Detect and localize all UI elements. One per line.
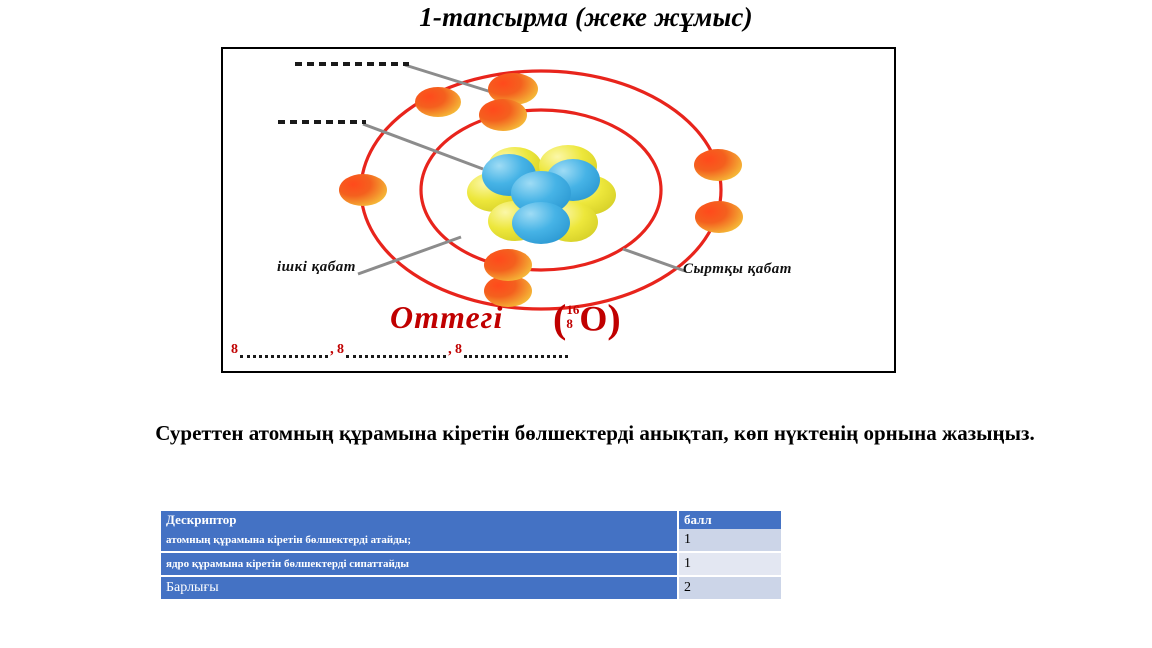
leader-line-middle	[362, 122, 484, 171]
mass-number: 16	[566, 301, 580, 317]
blank-dots-1	[240, 349, 328, 358]
blank-number-2: 8	[337, 342, 344, 357]
descriptor-table: Дескриптор балл атомның құрамына кіретін…	[161, 511, 781, 599]
blank-entry-1: 8	[231, 341, 330, 358]
electron	[694, 149, 742, 181]
cell-descriptor-total: Барлығы	[161, 576, 678, 599]
electron	[695, 201, 743, 233]
cell-ball-total: 2	[677, 576, 781, 599]
page-title: 1-тапсырма (жеке жұмыс)	[419, 2, 753, 32]
atom-diagram-svg	[278, 62, 743, 311]
inner-orbit	[419, 108, 663, 272]
electron	[488, 73, 538, 105]
isotope-numbers: 16 8	[566, 303, 579, 330]
isotope-notation: ( 16 8 O)	[553, 295, 621, 342]
particle-blanks-row: 8 , 8 , 8	[231, 341, 891, 358]
blank-dots-3	[464, 349, 568, 358]
leader-line-top	[404, 63, 502, 97]
table-row: атомның құрамына кіретін бөлшектерді ата…	[161, 529, 781, 553]
cell-descriptor: атомның құрамына кіретін бөлшектерді ата…	[161, 529, 678, 553]
isotope-open-paren: (	[553, 296, 567, 341]
atomic-number: 8	[566, 315, 573, 331]
electron	[484, 275, 532, 307]
cell-ball: 1	[677, 529, 781, 553]
header-ball: балл	[677, 511, 781, 529]
electron	[484, 249, 532, 281]
atom-figure-frame: ішкі қабат Сыртқы қабат Оттегі ( 16 8 O)…	[221, 47, 896, 373]
nucleus-cluster	[467, 145, 616, 244]
electron	[339, 174, 387, 206]
blank-separator-2: ,	[448, 341, 452, 357]
blank-number-1: 8	[231, 342, 238, 357]
isotope-close-paren: )	[607, 296, 621, 341]
atom-figure-inner: ішкі қабат Сыртқы қабат Оттегі ( 16 8 O)…	[223, 49, 894, 371]
leader-line-inner	[357, 235, 462, 276]
blank-entry-2: 8	[337, 341, 448, 358]
electron	[479, 99, 527, 131]
instruction-text: Суреттен атомның құрамына кіретін бөлшек…	[155, 421, 1035, 445]
element-name-label: Оттегі	[390, 299, 504, 335]
cell-descriptor: ядро құрамына кіретін бөлшектерді сипатт…	[161, 552, 678, 577]
table-row-total: Барлығы 2	[161, 576, 781, 599]
outer-shell-label: Сыртқы қабат	[683, 261, 792, 277]
header-descriptor: Дескриптор	[161, 511, 678, 529]
blank-number-3: 8	[455, 342, 462, 357]
outer-shell-electrons	[339, 73, 743, 307]
blank-entry-3: 8	[455, 341, 570, 358]
inner-shell-label: ішкі қабат	[277, 259, 356, 275]
table-row: ядро құрамына кіретін бөлшектерді сипатт…	[161, 552, 781, 577]
electron	[415, 87, 461, 117]
table-header-row: Дескриптор балл	[161, 511, 781, 529]
leader-line-outer	[622, 247, 686, 273]
table-body: атомның құрамына кіретін бөлшектерді ата…	[161, 529, 781, 599]
blank-separator-1: ,	[330, 341, 334, 357]
inner-shell-electrons	[479, 99, 532, 281]
table-head: Дескриптор балл	[161, 511, 781, 529]
blank-dots-2	[346, 349, 446, 358]
element-symbol: O	[579, 298, 608, 339]
cell-ball: 1	[677, 552, 781, 577]
